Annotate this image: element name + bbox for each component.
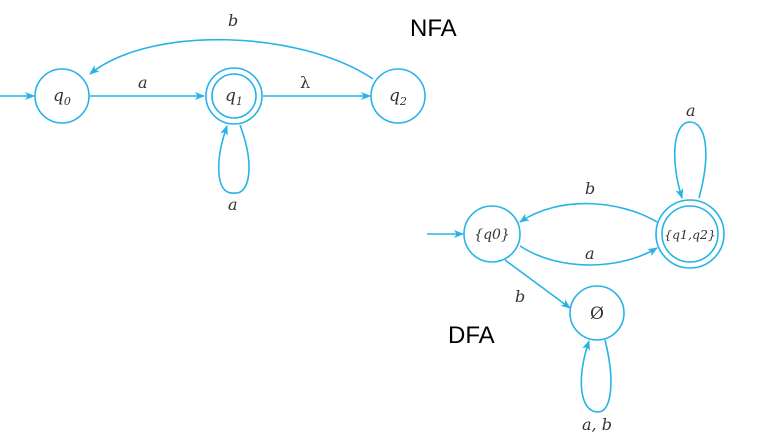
nfa-edge-label-q1-loop: a (228, 195, 238, 214)
dfa-edge-s0-empty (504, 259, 571, 309)
nfa-edge-label-q0-q1: a (138, 73, 148, 92)
dfa-state-empty: Ø (569, 285, 625, 341)
dfa-edge-s12-loop (673, 121, 707, 199)
dfa-edge-label-s12-loop: a (686, 101, 696, 120)
dfa-state-q1-q2: {q1,q2} (655, 199, 725, 269)
nfa-title: NFA (410, 15, 457, 42)
dfa-state-q0: {q0} (463, 205, 521, 263)
svg-text:q0: q0 (53, 86, 71, 108)
nfa-edge-label-q2-q0: b (228, 11, 238, 30)
svg-text:{q1,q2}: {q1,q2} (664, 227, 716, 242)
nfa-state-q0: q0 (34, 68, 90, 124)
dfa-edge-label-empty-loop: a, b (582, 415, 612, 434)
dfa-edge-label-s0-empty: b (515, 287, 525, 306)
nfa-state-q2: q2 (370, 68, 426, 124)
nfa-state-q1: q1 (205, 67, 263, 125)
dfa-edge-label-s12-s0: b (585, 179, 595, 198)
dfa-edge-label-s0-s12: a (585, 244, 595, 263)
dfa-edge-s12-s0 (519, 202, 658, 223)
svg-text:{q0}: {q0} (474, 227, 510, 243)
dfa-edge-s0-s12 (519, 245, 658, 266)
svg-text:q1: q1 (225, 86, 243, 108)
dfa-title: DFA (448, 322, 495, 349)
nfa: NFA a λ b a q0 q1 q2 (0, 11, 457, 214)
dfa-edge-empty-loop (580, 339, 612, 413)
nfa-edge-q2-q0 (89, 38, 374, 80)
nfa-edge-label-q1-q2: λ (300, 73, 310, 92)
nfa-edge-q1-loop (218, 124, 250, 194)
svg-text:q2: q2 (389, 86, 407, 108)
dfa: DFA b a a b a, b {q0} {q1,q2} Ø (427, 101, 725, 434)
svg-text:Ø: Ø (590, 304, 604, 324)
